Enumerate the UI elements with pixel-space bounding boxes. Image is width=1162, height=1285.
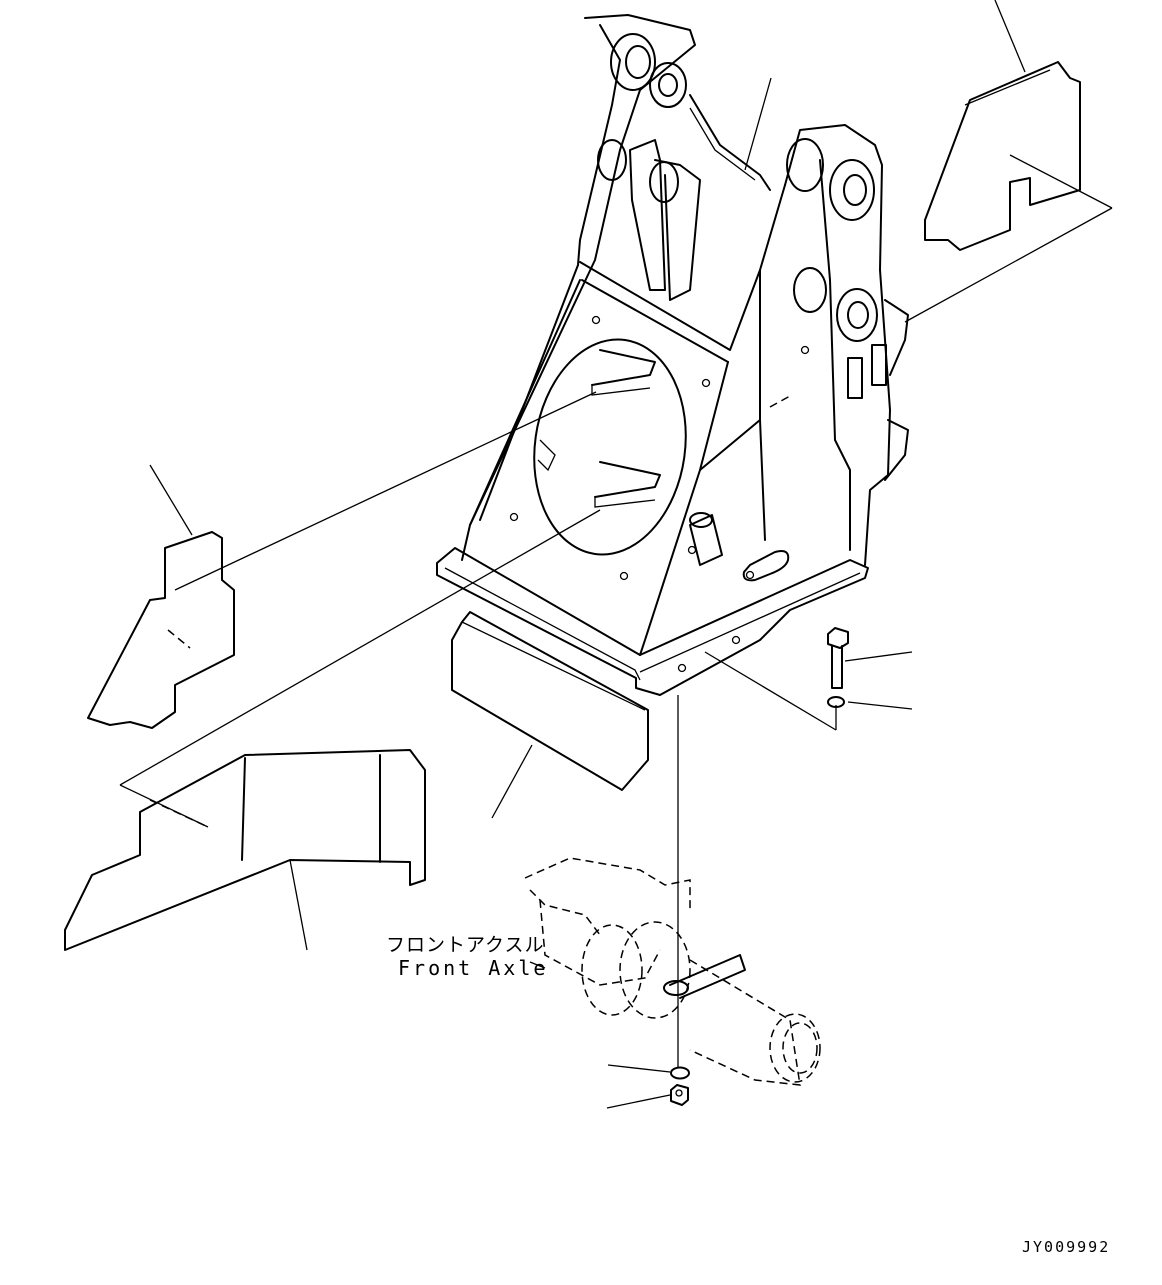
cover-left-mid <box>87 531 235 729</box>
drawing-code: JY009992 <box>1022 1238 1111 1256</box>
front-frame <box>436 14 909 696</box>
front-axle-label-jp: フロントアクスル <box>386 934 545 956</box>
cover-top-right <box>924 61 1081 251</box>
cover-bottom-left <box>64 749 426 951</box>
cover-center-lower <box>451 611 649 791</box>
bolt <box>827 627 849 689</box>
hidden-lines <box>149 395 791 828</box>
front-axle <box>524 857 821 1086</box>
nut <box>670 1084 689 1106</box>
front-axle-label-en: Front Axle <box>398 956 549 980</box>
washer-lower <box>670 1066 690 1080</box>
